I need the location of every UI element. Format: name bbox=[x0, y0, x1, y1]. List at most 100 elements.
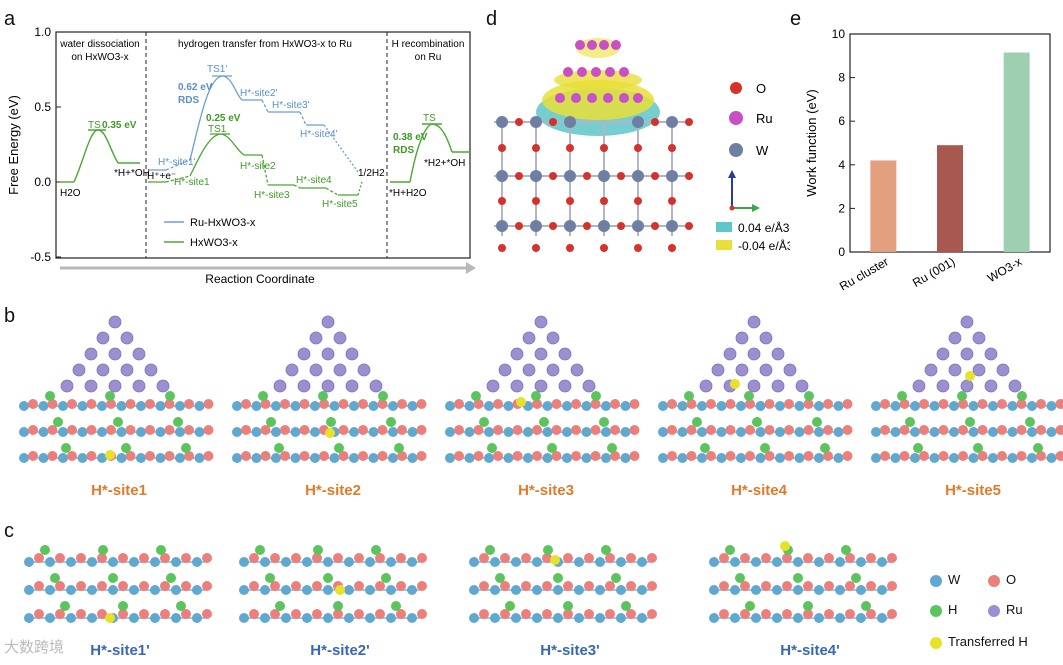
o-atoms bbox=[498, 118, 693, 252]
transferred-h-atom bbox=[780, 541, 790, 551]
density-cloud-negative bbox=[542, 80, 654, 120]
panel-b-structures bbox=[19, 315, 1063, 463]
legend-w: W bbox=[756, 143, 769, 158]
recombination-path bbox=[390, 123, 470, 183]
label-rds-blue: RDS bbox=[178, 95, 199, 106]
label-h2-oh: *H2+*OH bbox=[424, 158, 465, 169]
atom-legend: O Ru W bbox=[729, 81, 773, 158]
transferred-h-icon bbox=[930, 636, 942, 649]
transferred-h-atom bbox=[550, 555, 560, 565]
panel-c-structures bbox=[24, 541, 897, 623]
legend-ru: Ru bbox=[756, 111, 773, 126]
label-site3p: H*-site3' bbox=[272, 100, 310, 111]
structure-b-1 bbox=[19, 315, 214, 463]
label-h-oh: *H+*OH bbox=[114, 168, 150, 179]
site-label-b4: H*-site4 bbox=[731, 482, 787, 499]
site-label-b3: H*-site3 bbox=[518, 482, 574, 499]
y-tick-label: 0.5 bbox=[34, 100, 51, 114]
transferred-h-atom bbox=[730, 379, 740, 389]
section-title-water: water dissociation bbox=[59, 39, 139, 50]
legend-ru-label: Ru bbox=[1006, 602, 1023, 617]
panel-letter-e: e bbox=[790, 8, 802, 30]
structure-c-1 bbox=[24, 545, 212, 623]
green-transfer-path bbox=[148, 133, 363, 196]
legend-density-pos: 0.04 e/Å3 bbox=[738, 220, 790, 235]
site-label-b1: H*-site1 bbox=[91, 482, 147, 499]
bar-category-label: Ru (001) bbox=[910, 254, 957, 289]
bar-y-tick-label: 8 bbox=[838, 71, 845, 85]
y-tick-label: 0.0 bbox=[34, 175, 51, 189]
watermark: 大数跨境 bbox=[4, 639, 65, 656]
h-atom-icon bbox=[930, 604, 942, 617]
label-site2p: H*-site2' bbox=[240, 88, 278, 99]
w-atom-icon bbox=[930, 574, 942, 587]
bar-1 bbox=[937, 145, 963, 252]
bar-category-label: WO3-x bbox=[985, 254, 1024, 285]
transferred-h-atom bbox=[335, 585, 345, 595]
legend-transferred-label: Transferred H bbox=[948, 634, 1028, 649]
structure-b-5 bbox=[871, 315, 1063, 463]
panel-letter-c: c bbox=[4, 520, 14, 542]
transferred-h-atom bbox=[325, 428, 335, 438]
section-title-transfer: hydrogen transfer from HxWO3-x to Ru bbox=[178, 39, 352, 50]
bar-y-tick-label: 0 bbox=[838, 245, 845, 259]
section-title-water-on: on HxWO3-x bbox=[71, 52, 128, 63]
label-site4: H*-site4 bbox=[296, 175, 332, 186]
label-half-h2: 1/2H2 bbox=[358, 168, 385, 179]
site-label-c1: H*-site1' bbox=[90, 642, 150, 659]
label-rds-green: RDS bbox=[393, 145, 414, 156]
structure-c-3 bbox=[469, 545, 657, 623]
o-atom-icon bbox=[988, 574, 1000, 587]
axis-indicator bbox=[728, 170, 760, 212]
bar-2 bbox=[1003, 52, 1030, 252]
label-site4p: H*-site4' bbox=[300, 129, 338, 140]
legend-ru-atom: Ru bbox=[988, 602, 1023, 617]
label-ts-left-energy: 0.35 eV bbox=[102, 120, 137, 131]
label-rds-blue-energy: 0.62 eV bbox=[178, 82, 213, 93]
label-site1: H*-site1 bbox=[174, 177, 210, 188]
charge-density-structure: O Ru W 0.04 e/Å3 -0.04 e/Å3 bbox=[494, 38, 790, 253]
site-label-c4: H*-site4' bbox=[780, 642, 840, 659]
panel-letter-b: b bbox=[4, 305, 16, 327]
y-axis-label: Free Energy (eV) bbox=[6, 95, 21, 195]
plot-frame bbox=[55, 31, 471, 259]
label-ts1-energy: 0.25 eV bbox=[206, 113, 241, 124]
legend-w-label: W bbox=[948, 572, 961, 587]
structure-c-2 bbox=[239, 545, 427, 623]
label-site2: H*-site2 bbox=[240, 161, 276, 172]
label-ts-left: TS bbox=[88, 120, 101, 131]
y-tick-label: -0.5 bbox=[30, 250, 51, 264]
density-legend: 0.04 e/Å3 -0.04 e/Å3 bbox=[716, 220, 790, 253]
water-dissociation-path bbox=[60, 129, 140, 183]
label-site1p: H*-site1' bbox=[158, 157, 196, 168]
panel-letter-d: d bbox=[486, 8, 498, 30]
ru-atom-icon bbox=[988, 604, 1000, 617]
bar-y-tick-label: 6 bbox=[838, 114, 845, 128]
transferred-h-atom bbox=[516, 397, 526, 407]
site-label-c3: H*-site3' bbox=[540, 642, 600, 659]
bar-0 bbox=[870, 160, 897, 252]
section-title-recombination: H recombination bbox=[392, 39, 465, 50]
site-label-b2: H*-site2 bbox=[305, 482, 361, 499]
label-ts1: TS1 bbox=[208, 124, 227, 135]
x-axis-label: Reaction Coordinate bbox=[205, 272, 315, 286]
free-energy-diagram: 1.0 0.5 0.0 -0.5 Free Energy (eV) water … bbox=[6, 25, 476, 286]
label-ts1p: TS1' bbox=[207, 64, 227, 75]
site-label-c2: H*-site2' bbox=[310, 642, 370, 659]
label-h2o: H2O bbox=[60, 188, 81, 199]
panel-letter-a: a bbox=[4, 8, 16, 30]
lattice-bonds bbox=[494, 121, 692, 236]
legend-o-label: O bbox=[1006, 572, 1017, 587]
bar-y-tick-label: 10 bbox=[832, 27, 846, 41]
legend-w-atom: W bbox=[930, 572, 960, 587]
label-h-e: H⁺+e⁻ bbox=[147, 171, 176, 182]
bar-y-tick-label: 4 bbox=[838, 158, 845, 172]
y-axis: 1.0 0.5 0.0 -0.5 Free Energy (eV) bbox=[6, 25, 61, 264]
y-tick-label: 1.0 bbox=[34, 25, 51, 39]
legend-h-atom: H bbox=[930, 602, 957, 617]
legend-transferred-h: Transferred H bbox=[930, 634, 1028, 649]
blue-transfer-path bbox=[148, 75, 359, 173]
label-site5: H*-site5 bbox=[322, 199, 358, 210]
bar-category-label: Ru cluster bbox=[837, 254, 891, 290]
w-atoms bbox=[496, 116, 678, 232]
